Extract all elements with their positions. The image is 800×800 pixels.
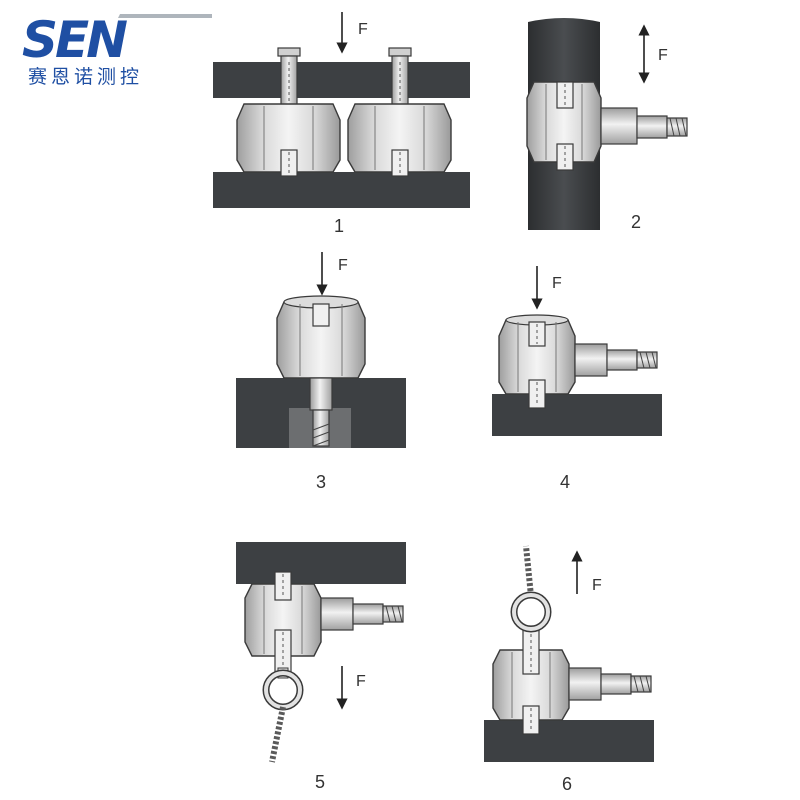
load-cell [236, 47, 341, 177]
force-label: F [552, 275, 562, 292]
force-arrow: F [336, 12, 368, 54]
load-cell [347, 47, 452, 177]
load-cell [276, 301, 366, 379]
force-label: F [358, 21, 368, 38]
panel-5: F 5 [236, 542, 406, 792]
panel-number: 1 [334, 216, 344, 236]
panel-number: 6 [562, 774, 572, 794]
logo-subtitle: 赛恩诺测控 [28, 66, 143, 88]
side-connector [574, 343, 658, 377]
logo: SEN 赛恩诺测控 [22, 11, 212, 88]
force-arrow: F [571, 550, 602, 594]
force-arrow: F [638, 24, 668, 84]
top-plate [236, 542, 406, 584]
side-connector [568, 667, 652, 701]
force-arrow: F [336, 666, 366, 710]
panel-number: 3 [316, 472, 326, 492]
force-label: F [658, 47, 668, 64]
logo-swoosh [118, 14, 212, 18]
top-plate [213, 62, 470, 98]
eye-bolt [510, 545, 552, 633]
panel-1: F 1 [213, 12, 470, 236]
force-arrow: F [531, 266, 562, 310]
base-plate [492, 394, 662, 436]
logo-mark: SEN [22, 11, 127, 69]
panel-number: 2 [631, 212, 641, 232]
panel-2: F 2 [526, 18, 688, 232]
panel-6: F 6 [484, 545, 654, 794]
base-plate [484, 720, 654, 762]
panel-4: F 4 [492, 266, 662, 492]
bottom-plate [213, 172, 470, 208]
force-arrow: F [316, 252, 348, 296]
side-connector [320, 597, 404, 631]
panel-number: 5 [315, 772, 325, 792]
panel-number: 4 [560, 472, 570, 492]
force-label: F [356, 673, 366, 690]
force-label: F [592, 577, 602, 594]
eye-bolt [262, 667, 304, 763]
panel-3: F 3 [236, 252, 406, 492]
force-label: F [338, 257, 348, 274]
side-connector [600, 107, 688, 145]
